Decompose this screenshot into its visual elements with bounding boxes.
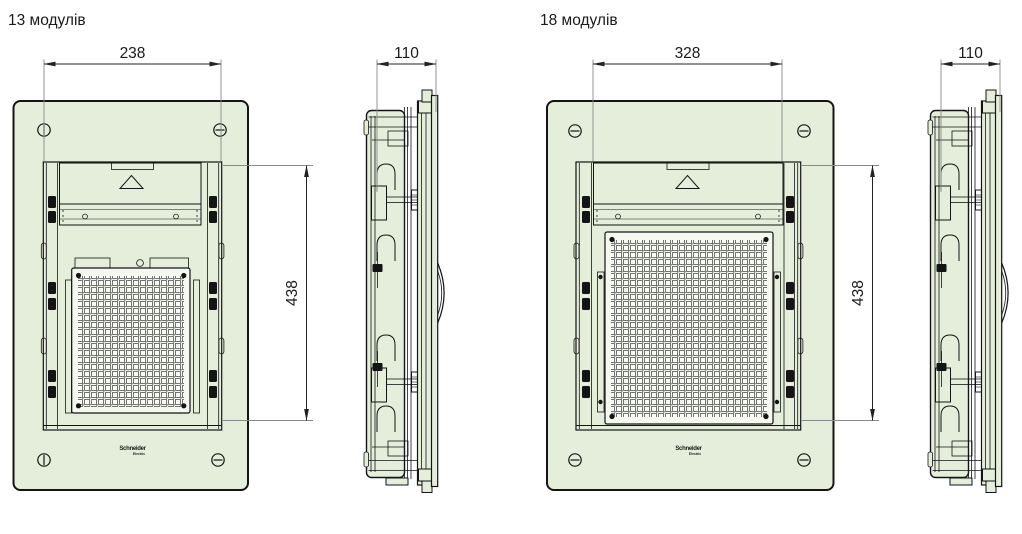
perforated-plate — [71, 267, 191, 414]
brand-logo: Schneider Electric — [675, 446, 703, 456]
din-rail — [59, 203, 202, 226]
width-dimension-13: 238 — [43, 45, 222, 161]
side-channels — [573, 163, 804, 429]
width-dimension-18: 328 — [592, 45, 783, 161]
brand-logo: Schneider Electric — [119, 446, 147, 456]
side-channels — [40, 163, 225, 429]
height-dimension-18: 438 — [802, 165, 879, 421]
height-dimension-label-18: 438 — [850, 280, 867, 306]
height-dimension-13: 438 — [223, 165, 313, 421]
side-view-18 — [927, 89, 1009, 494]
cover-triangle-marker — [674, 174, 701, 189]
cover-triangle-marker — [118, 174, 145, 189]
mounting-screws — [568, 124, 811, 467]
figure-18-modules: 18 модулів — [540, 12, 1009, 494]
width-dimension-label-18: 328 — [675, 45, 701, 62]
perforated-plate — [604, 231, 774, 425]
front-view-13: Schneider Electric — [12, 100, 249, 491]
depth-dimension-18: 110 — [940, 45, 1001, 192]
inner-box — [575, 161, 802, 431]
svg-text:Schneider: Schneider — [675, 446, 702, 452]
height-dimension-label-13: 438 — [284, 280, 301, 306]
width-dimension-label-13: 238 — [120, 45, 146, 62]
figure-13-title: 13 модулів — [8, 12, 86, 29]
depth-dimension-13: 110 — [376, 45, 437, 192]
rail-clamps — [48, 196, 217, 398]
depth-dimension-label-18: 110 — [958, 45, 983, 62]
svg-text:Electric: Electric — [133, 452, 145, 456]
front-view-18: Schneider Electric — [546, 100, 835, 491]
inner-box — [42, 161, 223, 431]
figure-18-title: 18 модулів — [540, 12, 618, 29]
depth-dimension-label-13: 110 — [394, 45, 419, 62]
figure-13-modules: 13 модулів — [8, 12, 445, 494]
svg-text:Electric: Electric — [689, 452, 701, 456]
din-rail — [593, 203, 784, 226]
plate-brackets — [597, 271, 781, 413]
svg-text:Schneider: Schneider — [119, 446, 146, 452]
rail-clamps — [582, 196, 794, 398]
side-view-13 — [363, 89, 445, 494]
